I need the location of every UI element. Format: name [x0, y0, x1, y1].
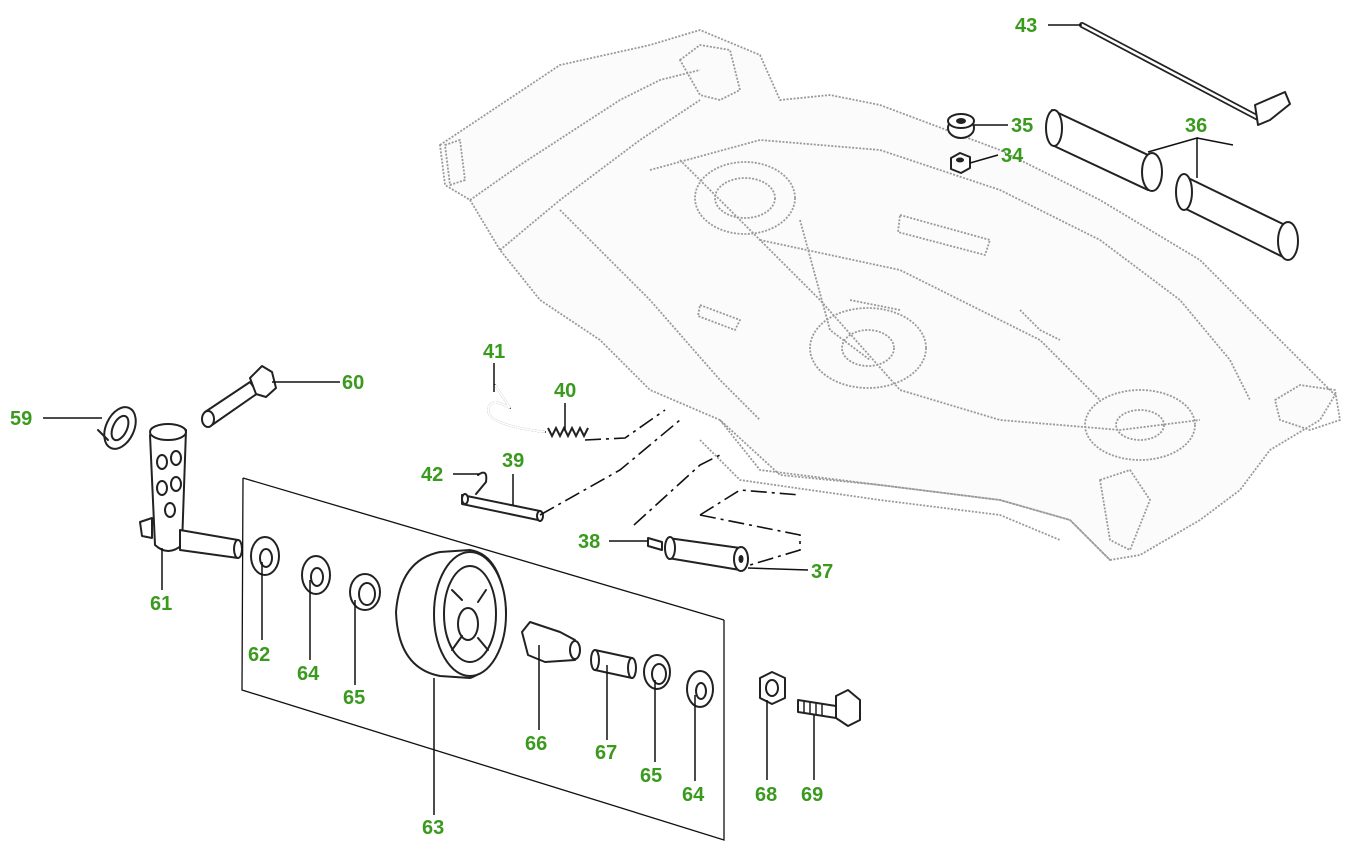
callout-42: 42	[421, 464, 443, 486]
part-43-rod	[1079, 22, 1291, 126]
part-39-pin	[461, 493, 544, 522]
part-64-washer-right	[686, 670, 714, 708]
callout-59: 59	[10, 408, 32, 430]
callout-35: 35	[1011, 115, 1033, 137]
callout-43: 43	[1015, 15, 1037, 37]
leader-lines	[43, 24, 1234, 815]
callout-65-left: 65	[343, 687, 365, 709]
callout-65-right: 65	[640, 765, 662, 787]
callout-40: 40	[554, 380, 576, 402]
part-63-wheel	[395, 549, 507, 679]
callout-37: 37	[811, 561, 833, 583]
part-42-clip	[475, 471, 488, 495]
part-65-bearing-right	[643, 654, 671, 690]
callout-60: 60	[342, 372, 364, 394]
callout-38: 38	[578, 531, 600, 553]
part-65-bearing-left	[349, 573, 381, 611]
part-35-bushing	[947, 113, 975, 139]
callout-67: 67	[595, 742, 617, 764]
callout-41: 41	[483, 341, 505, 363]
callout-68: 68	[755, 784, 777, 806]
callout-64-right: 64	[682, 784, 705, 806]
callout-36: 36	[1185, 115, 1207, 137]
callout-63: 63	[422, 817, 444, 839]
callout-62: 62	[248, 644, 270, 666]
callout-34: 34	[1001, 145, 1024, 167]
callout-69: 69	[801, 784, 823, 806]
part-67-spacer	[590, 649, 637, 679]
part-36-rollers	[1045, 109, 1299, 261]
part-60-pin	[201, 365, 277, 428]
callout-66: 66	[525, 733, 547, 755]
part-38-bolt	[647, 537, 663, 551]
part-59-spring-clip	[97, 406, 137, 450]
part-68-nut	[759, 671, 786, 705]
exploded-view-frame	[241, 477, 725, 841]
part-34-nut	[950, 152, 971, 174]
callout-39: 39	[502, 450, 524, 472]
part-41-rod	[486, 384, 546, 433]
callout-61: 61	[150, 593, 172, 615]
part-66-hub	[521, 621, 581, 663]
part-40-spring	[547, 425, 589, 439]
part-69-bolt	[797, 689, 861, 727]
callout-64-left: 64	[297, 663, 320, 685]
part-61-caster-arm	[139, 423, 243, 559]
part-37-roller	[664, 536, 749, 572]
part-64-washer-left	[301, 555, 331, 595]
part-62-washer	[250, 536, 280, 576]
assembly-lines	[539, 409, 801, 566]
callout-labels: 43 35 34 36 37 38 39 40 41 42 60 59 61 6…	[10, 15, 1207, 839]
mower-deck	[439, 29, 1341, 561]
